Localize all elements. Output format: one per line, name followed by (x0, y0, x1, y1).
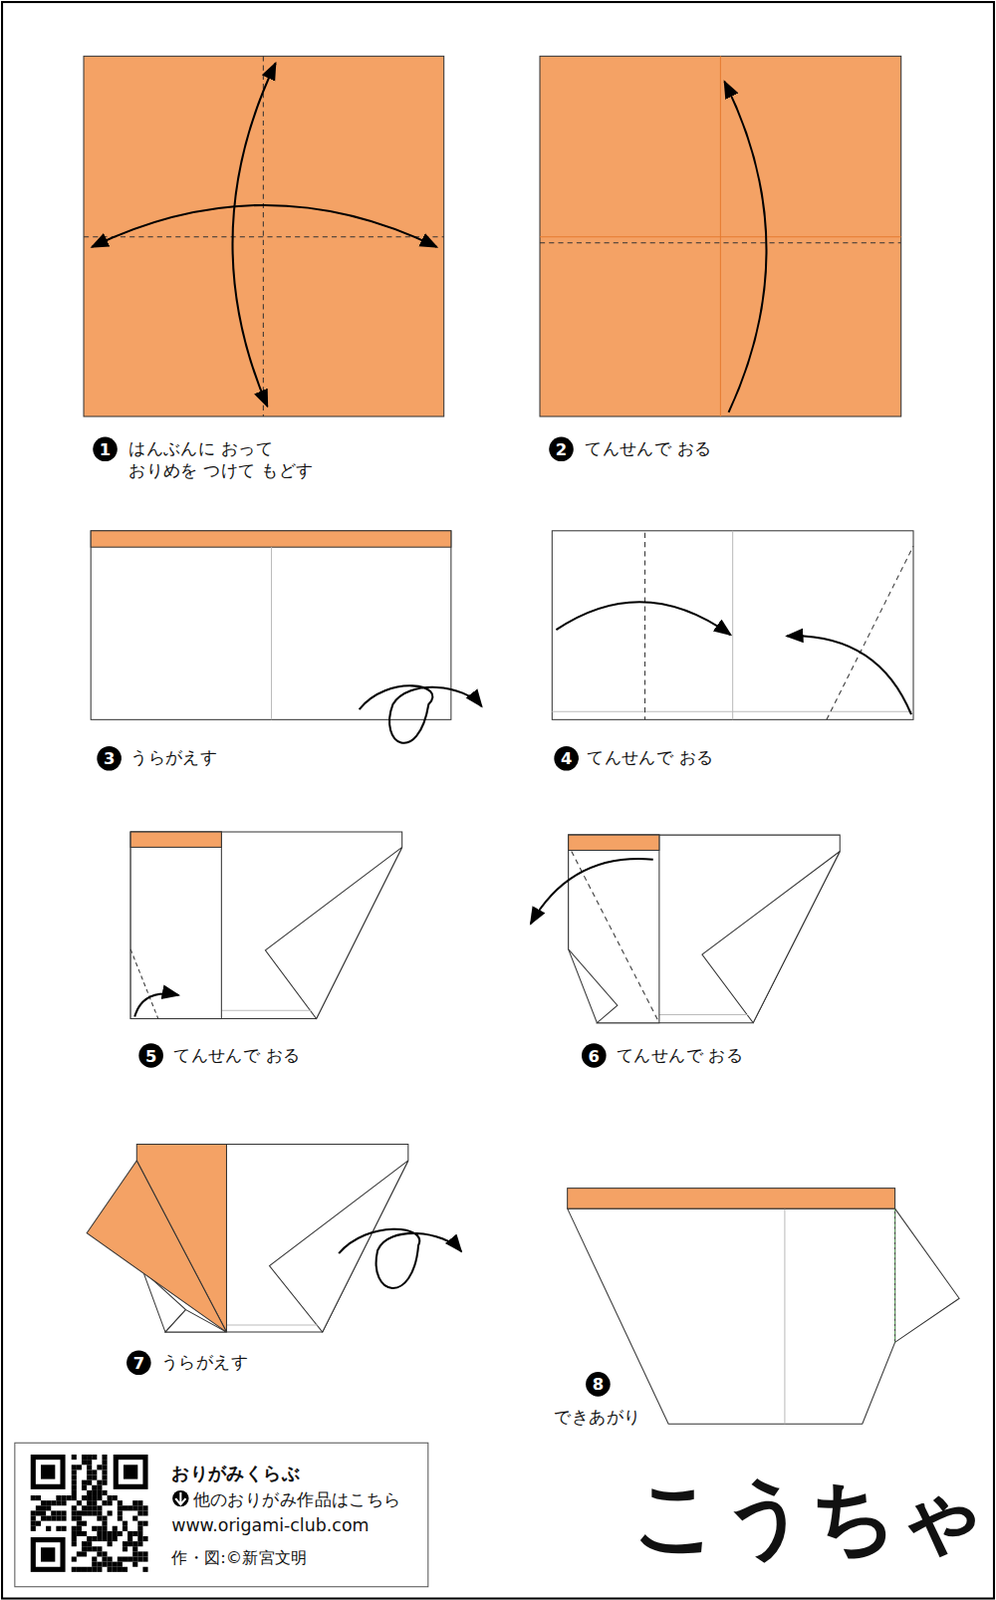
callout-number: 4 (560, 748, 572, 768)
step-number: 3 (96, 746, 122, 771)
credit-text: 作・図:©新宮文明 (171, 1546, 308, 1569)
step-caption: できあがり (553, 1405, 641, 1429)
step-number: 2 (548, 437, 574, 463)
step-caption: うらがえす (161, 1350, 249, 1374)
step-caption: てんせんで おる (586, 746, 714, 769)
step-caption: うらがえす (130, 746, 218, 769)
step-number: 1 (92, 437, 118, 463)
callout-number: 5 (145, 1045, 157, 1065)
credit-text: 他のおりがみ作品はこちら (193, 1488, 402, 1512)
step-caption: てんせんで おる (616, 1042, 744, 1066)
callout-number: 8 (592, 1374, 604, 1394)
title: こうちゃ (632, 1461, 989, 1571)
callout-number: 7 (133, 1352, 145, 1372)
step-number: 7 (126, 1350, 152, 1376)
credit-text: おりがみくらぶ (171, 1460, 300, 1486)
credit-text: www.origami-club.com (171, 1513, 369, 1534)
step-number: 6 (581, 1042, 607, 1068)
step-caption: はんぶんに おって おりめを つけて もどす (128, 437, 333, 483)
step-number: 8 (585, 1371, 611, 1397)
credit-box: おりがみくらぶ他のおりがみ作品はこちらwww.origami-club.com 作… (13, 1442, 429, 1587)
step-caption: てんせんで おる (173, 1042, 300, 1066)
callout-number: 1 (99, 439, 111, 459)
step-number: 5 (138, 1042, 164, 1068)
callout-number: 2 (555, 439, 567, 459)
step-number: 4 (553, 746, 579, 771)
callout-number: 6 (588, 1045, 600, 1065)
step-caption: てんせんで おる (584, 437, 712, 461)
callout-number: 3 (103, 748, 115, 768)
